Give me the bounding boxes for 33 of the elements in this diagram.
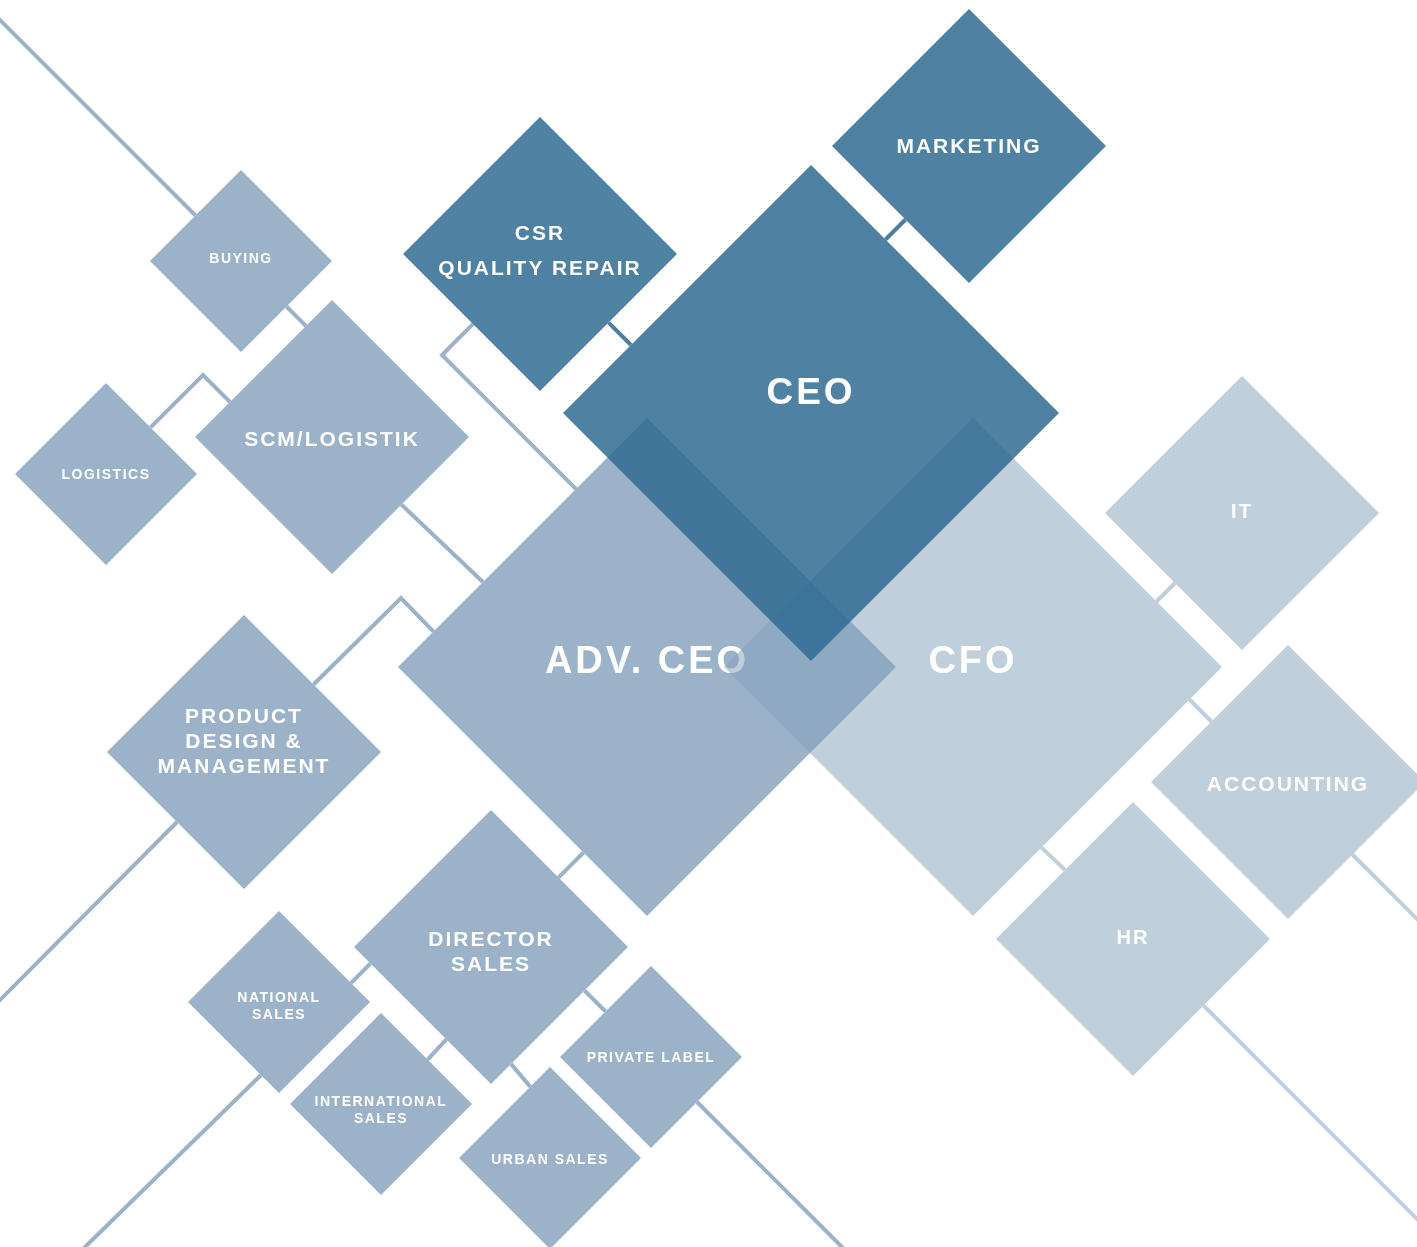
connector-line	[1040, 846, 1067, 872]
connector-line	[509, 1062, 532, 1088]
role-title: URBAN SALES	[491, 1150, 609, 1168]
role-title: NATIONAL SALES	[236, 989, 322, 1023]
connector-line	[426, 1038, 448, 1061]
role-title: ADV. CEO	[544, 638, 750, 684]
role-title: CFO	[928, 638, 1018, 684]
role-title: CEO	[766, 369, 856, 414]
connector-line	[400, 503, 485, 584]
role-title: DIRECTOR SALES	[427, 925, 555, 977]
role-title: ACCOUNTING	[1206, 771, 1370, 797]
role-title: SCM/LOGISTIK	[244, 426, 420, 452]
role-subtitle: QUALITY REPAIR	[438, 255, 642, 281]
role-title: PRODUCT DESIGN & MANAGEMENT	[156, 703, 332, 779]
role-title: HR	[1116, 925, 1150, 949]
role-title: BUYING	[209, 249, 273, 267]
role-title: PRIVATE LABEL	[586, 1048, 716, 1066]
connector-line	[149, 372, 232, 429]
role-title: MARKETING	[896, 133, 1042, 159]
connector-line	[349, 962, 372, 985]
role-title: IT	[1231, 499, 1253, 523]
connector-line	[285, 305, 308, 328]
connector-line	[607, 321, 633, 347]
connector-line	[1155, 581, 1177, 603]
connector-line	[557, 851, 585, 879]
connector-line	[439, 322, 578, 491]
connector-line	[583, 989, 607, 1013]
role-title: CSR	[514, 219, 566, 245]
role-title: INTERNATIONAL SALES	[313, 1093, 449, 1127]
role-title: LOGISTICS	[61, 465, 151, 483]
connector-line	[312, 595, 435, 686]
connector-line	[884, 218, 907, 241]
connector-line	[1188, 698, 1213, 723]
